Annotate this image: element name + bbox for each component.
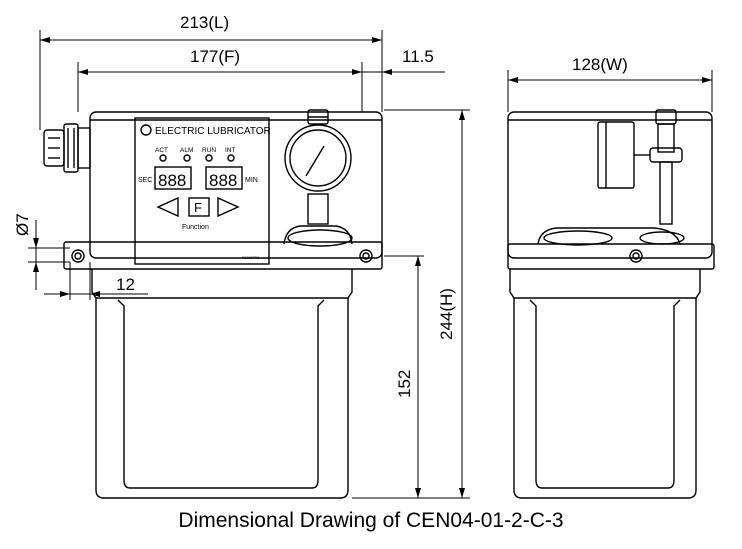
right-display-frame <box>205 166 243 190</box>
left-arrow-button <box>156 196 179 218</box>
dim-width: 128(W) <box>572 55 628 74</box>
right-arrow-button <box>217 196 240 218</box>
side-gauge <box>537 109 685 246</box>
dim-length: 213(L) <box>180 13 229 32</box>
drawing-caption: Dimensional Drawing of CEN04-01-2-C-3 <box>178 509 564 532</box>
function-button <box>188 197 210 217</box>
dim-offset: 11.5 <box>402 47 434 66</box>
indicator-run: RUN <box>202 147 216 154</box>
indicator-alm: ALM <box>180 147 193 154</box>
model-tag: PE90S7R0 <box>242 256 259 260</box>
pressure-gauge <box>283 109 353 247</box>
front-mounting-flange <box>63 241 383 270</box>
left-display-frame <box>154 166 192 190</box>
mount-hole-right <box>359 249 373 263</box>
left-unit-label: SEC <box>138 177 152 184</box>
cable-gland <box>43 123 91 173</box>
control-panel <box>134 117 270 265</box>
front-head-box <box>89 111 383 259</box>
dim-height: 244(H) <box>437 288 456 340</box>
dim-tank-height: 152 <box>395 370 414 398</box>
dim-hole-diameter: Ø7 <box>13 213 32 236</box>
left-display-digits: 888 <box>158 171 186 190</box>
right-unit-label: MIN <box>245 177 258 184</box>
brand-logo <box>140 124 152 136</box>
indicator-act: ACT <box>155 147 168 154</box>
function-key-label: F <box>194 200 202 215</box>
side-tank <box>509 269 701 499</box>
indicator-int: INT <box>225 147 236 154</box>
dim-front: 177(F) <box>190 47 240 66</box>
side-head-box <box>507 111 713 259</box>
side-mounting-flange <box>507 243 715 270</box>
panel-title: ELECTRIC LUBRICATOR <box>155 126 271 137</box>
mount-hole-left <box>71 249 85 263</box>
right-display-digits: 888 <box>209 171 237 190</box>
front-tank <box>91 269 353 499</box>
function-label: Function <box>182 224 209 231</box>
dim-hole-spacing: 12 <box>116 275 135 294</box>
